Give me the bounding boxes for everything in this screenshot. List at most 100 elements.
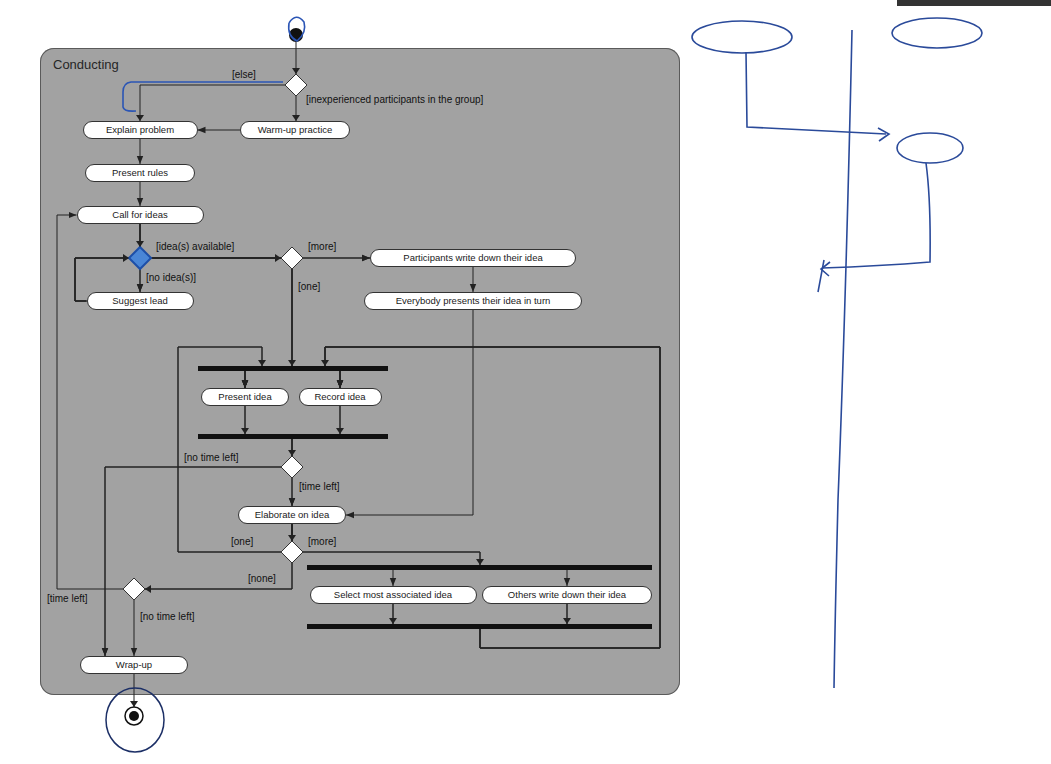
guard-label: [idea(s) available] bbox=[156, 241, 234, 252]
highlighted-decision-diamond bbox=[129, 247, 151, 269]
action-node: Everybody presents their idea in turn bbox=[364, 292, 582, 310]
control-flow bbox=[134, 524, 292, 656]
node-label: Everybody presents their idea in turn bbox=[396, 295, 551, 307]
control-flow bbox=[75, 258, 140, 301]
control-flow bbox=[292, 524, 480, 586]
decision-diamond bbox=[123, 578, 145, 600]
guard-label: [one] bbox=[298, 281, 320, 292]
node-label: Record idea bbox=[314, 391, 365, 403]
arrow-head bbox=[336, 428, 344, 434]
node-label: Others write down their idea bbox=[508, 589, 626, 601]
control-flow bbox=[105, 406, 340, 656]
sketch-arrow bbox=[746, 52, 886, 134]
arrow-head bbox=[292, 115, 300, 121]
guard-holder: [no time left] bbox=[184, 452, 238, 463]
arrow-head bbox=[321, 360, 329, 366]
node-label: Wrap-up bbox=[116, 659, 152, 671]
guard-label: [time left] bbox=[47, 593, 88, 604]
sketch-arrow bbox=[822, 163, 930, 268]
guard-holder: [one] bbox=[231, 536, 253, 547]
control-flow bbox=[140, 139, 141, 164]
control-flow bbox=[245, 406, 292, 506]
action-node: Elaborate on idea bbox=[238, 506, 346, 524]
activity-region: ConductingExplain problemWarm-up practic… bbox=[40, 48, 680, 695]
arrow-head bbox=[476, 559, 484, 565]
sketch-tick bbox=[818, 260, 824, 292]
control-line bbox=[296, 42, 297, 74]
final-node bbox=[125, 707, 143, 725]
arrow-head bbox=[389, 618, 397, 624]
arrow-head bbox=[563, 618, 571, 624]
guard-label: [none] bbox=[248, 573, 276, 584]
control-line bbox=[134, 674, 135, 707]
arrow-head bbox=[241, 428, 249, 434]
window-edge bbox=[897, 0, 1051, 6]
guard-label: [no time left] bbox=[140, 611, 194, 622]
decision-diamond bbox=[281, 541, 303, 563]
control-flow bbox=[75, 258, 340, 388]
action-node: Present idea bbox=[201, 388, 289, 406]
guard-label: [time left] bbox=[299, 481, 340, 492]
guard-holder: [none] bbox=[248, 573, 276, 584]
control-flow bbox=[325, 347, 660, 648]
control-flow bbox=[346, 310, 473, 515]
guard-holder: [more] bbox=[308, 536, 336, 547]
fork-bar bbox=[198, 366, 388, 371]
pen-stroke bbox=[123, 82, 283, 111]
guard-label: [one] bbox=[231, 536, 253, 547]
control-flow bbox=[140, 224, 141, 292]
guard-label: [no idea(s)] bbox=[146, 272, 196, 283]
guard-holder: [more] bbox=[308, 241, 336, 252]
guard-label: [else] bbox=[232, 69, 256, 80]
control-flow bbox=[75, 258, 370, 301]
arrow-head bbox=[123, 254, 129, 262]
control-flow bbox=[140, 224, 292, 388]
arrow-head bbox=[288, 450, 296, 456]
sketch-oval bbox=[692, 21, 792, 53]
action-node: Participants write down their idea bbox=[370, 249, 576, 267]
sketch-oval bbox=[892, 18, 982, 48]
node-label: Participants write down their idea bbox=[403, 252, 542, 264]
action-node: Others write down their idea bbox=[482, 586, 652, 604]
guard-holder: [idea(s) available] bbox=[156, 241, 234, 252]
guard-label: [more] bbox=[308, 241, 336, 252]
guard-label: [inexperienced participants in the group… bbox=[306, 94, 483, 105]
control-line bbox=[296, 96, 297, 121]
control-flow bbox=[473, 267, 474, 292]
control-flow bbox=[75, 258, 292, 388]
decision-diamond bbox=[285, 74, 307, 96]
join-bar bbox=[198, 434, 388, 439]
arrow-head bbox=[130, 701, 138, 707]
action-node: Explain problem bbox=[83, 121, 198, 139]
arrow-head bbox=[292, 68, 300, 74]
sketch-swimlane-line bbox=[834, 30, 852, 688]
decision-diamond bbox=[281, 247, 303, 269]
control-flow bbox=[198, 130, 241, 131]
control-flow bbox=[140, 224, 340, 388]
guard-holder: [no time left] bbox=[140, 611, 194, 622]
pen-scribble bbox=[289, 17, 305, 41]
initial-node bbox=[289, 28, 303, 42]
arrow-head bbox=[136, 241, 144, 247]
guard-holder: [else] bbox=[232, 69, 256, 80]
control-line bbox=[140, 85, 285, 121]
guard-label: [no time left] bbox=[184, 452, 238, 463]
node-label: Call for ideas bbox=[112, 209, 167, 221]
final-node-core bbox=[129, 711, 139, 721]
action-node: Record idea bbox=[299, 388, 382, 406]
node-label: Select most associated idea bbox=[334, 589, 452, 601]
arrow-head bbox=[258, 360, 266, 366]
action-node: Call for ideas bbox=[77, 206, 204, 224]
action-node: Warm-up practice bbox=[240, 121, 350, 139]
guard-label: [more] bbox=[308, 536, 336, 547]
node-label: Warm-up practice bbox=[258, 124, 333, 136]
control-flow bbox=[105, 406, 292, 656]
guard-holder: [time left] bbox=[47, 593, 88, 604]
action-node: Wrap-up bbox=[80, 656, 188, 674]
join-bar bbox=[307, 624, 652, 629]
node-label: Elaborate on idea bbox=[255, 509, 329, 521]
arrow-head bbox=[275, 254, 281, 262]
node-label: Present idea bbox=[218, 391, 271, 403]
